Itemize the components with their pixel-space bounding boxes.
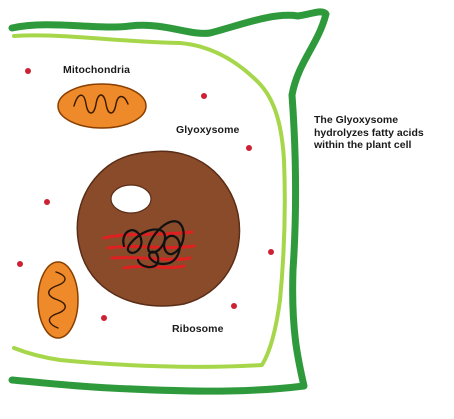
caption-line: The Glyoxysome (314, 114, 454, 127)
ribosome-dot (44, 199, 50, 205)
glyoxysome (77, 151, 239, 306)
ribosome-dot (246, 145, 252, 151)
caption-line: within the plant cell (314, 139, 454, 152)
glyoxysome-label: Glyoxysome (176, 124, 239, 136)
caption: The Glyoxysome hydrolyzes fatty acids wi… (314, 114, 454, 152)
caption-line: hydrolyzes fatty acids (314, 127, 454, 140)
ribosome-dot (268, 249, 274, 255)
ribosome-dot (201, 93, 207, 99)
mitochondria-label: Mitochondria (63, 64, 130, 76)
ribosome-label: Ribosome (172, 323, 224, 335)
ribosome-dot (17, 261, 23, 267)
ribosome-dot (231, 303, 237, 309)
ribosome-dot (101, 315, 107, 321)
ribosome-dot (25, 68, 31, 74)
mitochondrion-upper (58, 84, 146, 128)
mitochondrion-lower (38, 262, 78, 338)
glyoxysome-vacuole (111, 185, 151, 213)
